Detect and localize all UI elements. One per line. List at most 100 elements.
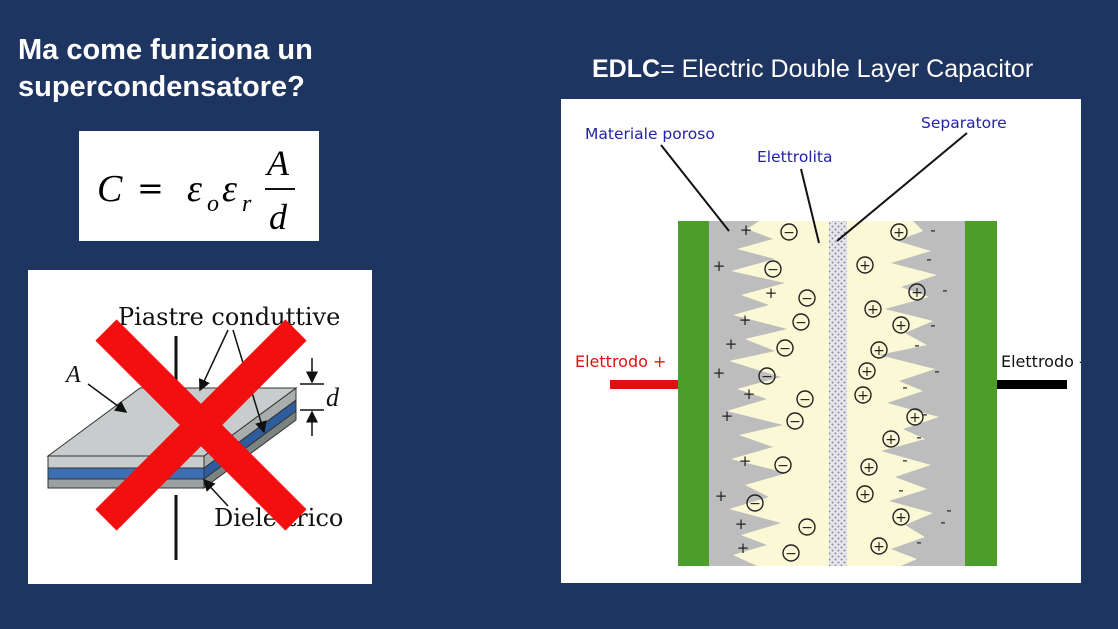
surface-positive-charge: + (721, 407, 734, 425)
parallel-plate-diagram: Piastre conduttive A d Dielettrico (28, 270, 372, 584)
surface-positive-charge: + (725, 335, 738, 353)
cation (890, 223, 908, 241)
label-porous-material: Materiale poroso (585, 125, 715, 143)
anion (758, 367, 776, 385)
charges-layer: ++++++++++++−−−−−−−−−−−−++++++++++++++--… (713, 221, 952, 562)
surface-negative-charge: - (946, 501, 951, 519)
anion-sign: − (767, 262, 779, 278)
cation (906, 408, 924, 426)
anion (796, 390, 814, 408)
surface-positive-charge: + (737, 539, 750, 557)
arrow-dielectric (202, 478, 229, 507)
slide-title: Ma come funziona un supercondensatore? (18, 32, 313, 106)
surface-negative-charge: - (916, 428, 921, 446)
cation-sign: + (867, 302, 879, 318)
surface-positive-charge: + (735, 515, 748, 533)
formula-sub-r: r (242, 191, 252, 217)
anion (764, 260, 782, 278)
surface-negative-charge: - (934, 362, 939, 380)
surface-positive-charge: + (715, 487, 728, 505)
cation-sign: + (859, 487, 871, 503)
anion-sign: − (785, 546, 797, 562)
surface-negative-charge: - (916, 533, 921, 551)
title-line-2: supercondensatore? (18, 71, 305, 103)
anion (780, 223, 798, 241)
surface-negative-charge: - (914, 336, 919, 354)
formula-epsilon-r: ε (222, 168, 237, 210)
anion-sign: − (801, 291, 813, 307)
anion-sign: − (783, 225, 795, 241)
cation (854, 386, 872, 404)
surface-negative-charge: - (898, 481, 903, 499)
cation-sign: + (911, 285, 923, 301)
label-plates: Piastre conduttive (118, 303, 340, 331)
cation-sign: + (863, 460, 875, 476)
formula-c: C (97, 168, 123, 210)
label-electrode-positive: Elettrodo + (575, 352, 666, 371)
surface-positive-charge: + (713, 364, 726, 382)
cation-sign: + (873, 343, 885, 359)
anion-sign: − (789, 414, 801, 430)
cation-sign: + (861, 364, 873, 380)
cation (882, 430, 900, 448)
anion-sign: − (779, 341, 791, 357)
cross-stroke-2 (95, 319, 307, 531)
anion (746, 494, 764, 512)
cation (856, 256, 874, 274)
anion (792, 313, 810, 331)
pointer-porous (660, 144, 730, 232)
anion-sign: − (795, 315, 807, 331)
edlc-full-name: = Electric Double Layer Capacitor (660, 55, 1034, 83)
cation (860, 458, 878, 476)
arrow-plates-1 (199, 329, 229, 392)
plate-svg: Piastre conduttive A d Dielettrico (46, 303, 343, 560)
surface-positive-charge: + (740, 221, 753, 239)
formula-equals: = (137, 169, 164, 207)
label-electrolyte: Elettrolita (757, 148, 833, 166)
label-distance: d (326, 383, 340, 412)
surface-positive-charge: + (713, 257, 726, 275)
surface-positive-charge: + (739, 452, 752, 470)
cation-sign: + (895, 318, 907, 334)
cation-sign: + (909, 410, 921, 426)
pointer-electrolyte (800, 168, 820, 244)
surface-positive-charge: + (765, 284, 778, 302)
anion (786, 412, 804, 430)
anion (776, 339, 794, 357)
surface-negative-charge: - (930, 221, 935, 239)
cation (892, 316, 910, 334)
cation-sign: + (893, 225, 905, 241)
cation (892, 508, 910, 526)
anion-sign: − (799, 392, 811, 408)
cation (870, 537, 888, 555)
anion-sign: − (777, 458, 789, 474)
surface-negative-charge: - (922, 405, 927, 423)
title-line-1: Ma come funziona un (18, 34, 313, 66)
cation-sign: + (885, 432, 897, 448)
cation-sign: + (895, 510, 907, 526)
formula-numerator: A (265, 143, 290, 183)
cation (864, 300, 882, 318)
porous-material-right (879, 221, 965, 566)
surface-positive-charge: + (739, 311, 752, 329)
edlc-abbr: EDLC (592, 55, 661, 83)
surface-negative-charge: - (902, 378, 907, 396)
edlc-svg: Materiale poroso Elettrolita Separatore … (575, 114, 1081, 566)
cation (856, 485, 874, 503)
formula-svg: C = ε o ε r A d (97, 143, 295, 237)
anion (782, 544, 800, 562)
surface-negative-charge: - (942, 281, 947, 299)
label-separator: Separatore (921, 114, 1007, 132)
surface-negative-charge: - (926, 250, 931, 268)
cation (858, 362, 876, 380)
anion (798, 289, 816, 307)
anion-sign: − (761, 369, 773, 385)
cation (908, 283, 926, 301)
surface-negative-charge: - (902, 451, 907, 469)
cation (870, 341, 888, 359)
edlc-diagram: Materiale poroso Elettrolita Separatore … (561, 99, 1081, 583)
anion (798, 518, 816, 536)
cation-sign: + (859, 258, 871, 274)
capacitance-formula: C = ε o ε r A d (79, 131, 319, 241)
cation-sign: + (873, 539, 885, 555)
